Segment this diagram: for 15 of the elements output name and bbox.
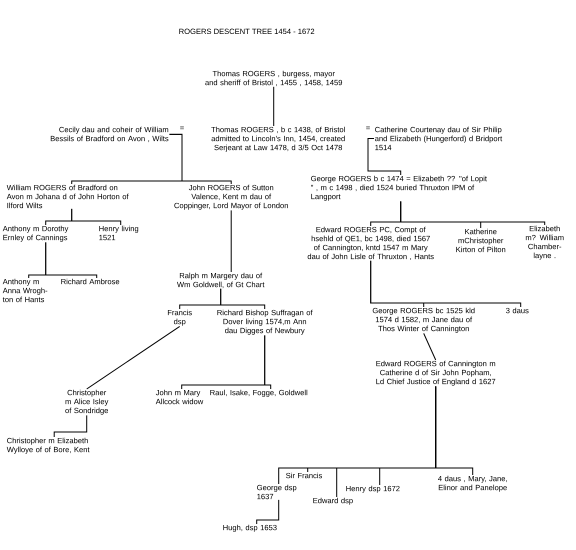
descent-line [86,326,180,390]
descent-line [423,332,436,360]
descent-line [264,334,272,390]
descent-line [45,242,98,278]
descent-line [370,260,522,308]
descent-line [168,134,232,184]
descent-line [220,288,266,310]
descent-line [273,86,274,126]
descent-line [368,138,402,176]
descent-line [256,499,280,524]
descent-line [230,210,232,272]
descent-line [71,208,122,226]
descent-line [435,386,474,476]
descent-line [400,200,546,226]
descent-line [54,414,88,438]
